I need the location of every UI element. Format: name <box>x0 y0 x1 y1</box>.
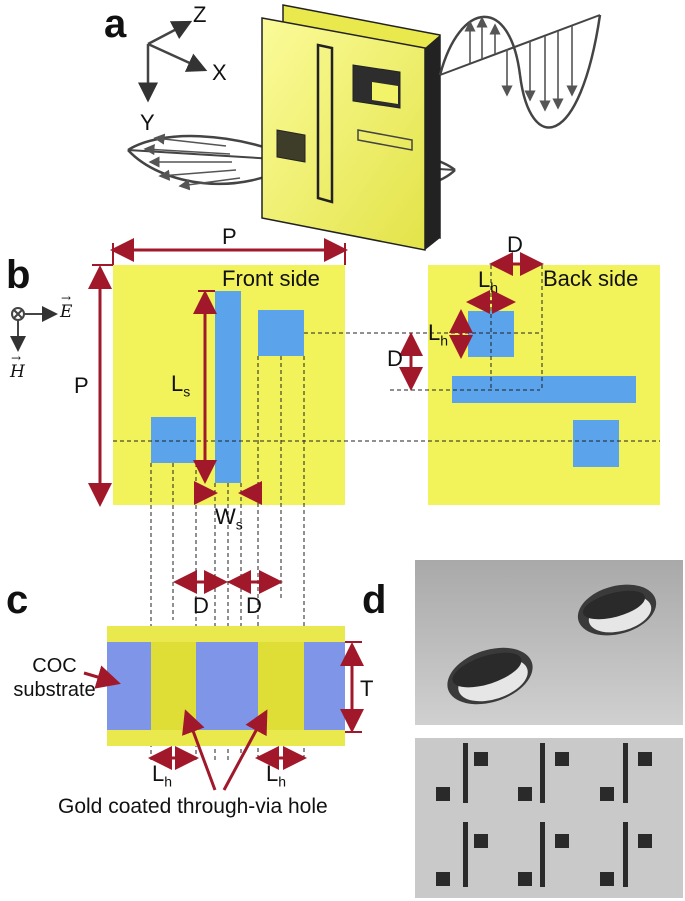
panel-label-a: a <box>104 2 127 46</box>
metasurface-plates <box>261 4 441 251</box>
field-label-e: →E <box>60 291 73 322</box>
front-hole-upper <box>258 310 304 356</box>
panel-b-back-unit-cell <box>428 265 660 505</box>
hole-size-label-top: Lh <box>478 267 499 296</box>
panel-c-dimensions <box>83 570 364 791</box>
axis-label-x: X <box>212 60 227 85</box>
transmitted-wave <box>438 14 602 129</box>
panel-label-d: d <box>362 578 387 622</box>
sem-image-top <box>415 560 683 725</box>
back-slot <box>452 376 636 403</box>
period-label-side: P <box>74 373 89 398</box>
front-hole-lower <box>151 417 196 463</box>
thickness-label: T <box>360 676 374 701</box>
panel-b-front-unit-cell <box>113 265 345 505</box>
axis-triad <box>138 20 208 103</box>
back-side-title: Back side <box>543 266 639 291</box>
panel-a-illustration <box>127 4 602 251</box>
hole-size-label-side: Lh <box>428 320 449 349</box>
slot-length-label: Ls <box>171 371 191 400</box>
offset-label-right: D <box>246 593 262 618</box>
panel-b-dimensions <box>88 238 544 507</box>
incident-wave-arrows <box>143 133 241 191</box>
front-side-title: Front side <box>222 266 320 291</box>
via-caption: Gold coated through-via hole <box>58 795 328 818</box>
offset-label-side: D <box>387 346 403 371</box>
panel-c-cross-section <box>107 626 345 746</box>
panel-label-b: b <box>6 253 31 297</box>
panel-label-c: c <box>6 578 29 622</box>
sem-image-bottom <box>415 738 683 898</box>
period-label-top: P <box>222 224 237 249</box>
offset-label-left: D <box>193 593 209 618</box>
axis-label-z: Z <box>193 2 207 27</box>
front-slot <box>215 291 241 483</box>
axis-label-y: Y <box>140 110 155 135</box>
back-hole-lower <box>573 420 619 467</box>
offset-label-top: D <box>507 232 523 257</box>
field-label-h: →H <box>10 351 25 382</box>
hole-label-right: Lh <box>266 761 287 790</box>
hole-label-left: Lh <box>152 761 173 790</box>
slot-width-label: Ws <box>215 504 243 533</box>
substrate-label: COC substrate <box>13 655 96 701</box>
transmitted-wave-arrows <box>464 16 578 112</box>
field-orientation <box>10 306 58 352</box>
